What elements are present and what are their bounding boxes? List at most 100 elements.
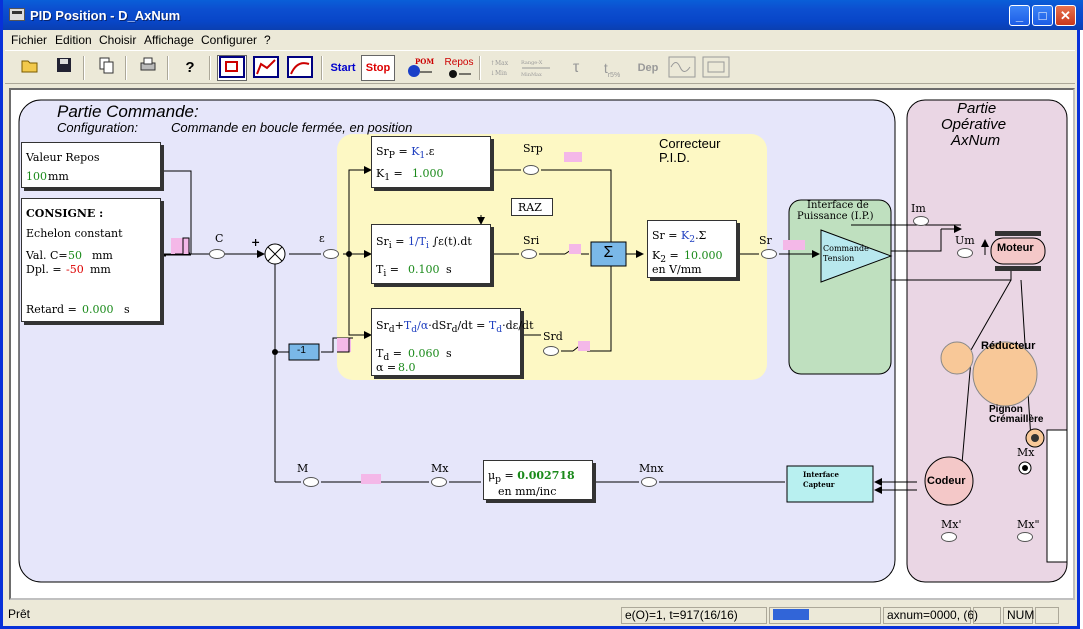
- node-label-im: Im: [911, 202, 926, 215]
- tau-icon: τ: [572, 59, 580, 76]
- node-sr[interactable]: [761, 249, 777, 259]
- ti-label: Ti =: [376, 263, 399, 280]
- close-button[interactable]: ✕: [1055, 5, 1076, 26]
- interface-capteur-line1: Interface: [803, 470, 840, 479]
- retard-unit: s: [124, 303, 130, 316]
- operative-title-line3: AxNum: [951, 132, 1001, 149]
- mu-block[interactable]: μp = 0.002718 en mm/inc: [483, 460, 593, 500]
- cremaillere-label: Crémaillère: [989, 414, 1044, 425]
- consigne-type: Echelon constant: [26, 227, 123, 240]
- node-label-sr: Sr: [759, 234, 772, 247]
- svg-text:POM: POM: [415, 57, 434, 66]
- valeur-repos-label: Valeur Repos: [26, 151, 100, 164]
- copy-button[interactable]: [93, 55, 119, 81]
- plus-sign: +: [251, 236, 261, 249]
- dpl-unit: mm: [90, 263, 111, 276]
- progress-fill: [773, 609, 809, 620]
- copy-icon: [99, 57, 114, 74]
- menu-fichier[interactable]: Fichier: [11, 33, 48, 47]
- alpha-value: 8.0: [398, 361, 416, 374]
- mu-unit: en mm/inc: [498, 485, 557, 498]
- correcteur-subtitle: P.I.D.: [659, 150, 690, 165]
- node-label-m: M: [297, 462, 309, 475]
- floppy-disk-icon: [57, 58, 71, 72]
- node-um[interactable]: [957, 248, 973, 258]
- dpl-label: Dpl. =: [26, 263, 62, 276]
- menu-help[interactable]: ?: [264, 33, 271, 47]
- k2-value: 10.000: [684, 249, 723, 262]
- node-c[interactable]: [209, 249, 225, 259]
- menu-edition[interactable]: Edition: [55, 33, 92, 47]
- raz-button[interactable]: RAZ: [511, 198, 553, 216]
- sum-block: Σ: [603, 244, 614, 261]
- node-srd[interactable]: [543, 346, 559, 356]
- minus-one-block: -1: [297, 345, 306, 356]
- pom-button[interactable]: POM: [403, 55, 435, 81]
- node-eps[interactable]: [323, 249, 339, 259]
- tau-button[interactable]: τ: [561, 55, 591, 81]
- consigne-box[interactable]: CONSIGNE : Echelon constant Val. C= 50 m…: [21, 198, 161, 322]
- derivative-block[interactable]: Srd+Td/α·dSrd/dt = Td·dε/dt Td = 0.060 s…: [371, 308, 533, 376]
- start-button[interactable]: Start: [330, 62, 356, 74]
- node-mnx[interactable]: [641, 477, 657, 487]
- view-diagram-button[interactable]: [217, 55, 247, 81]
- max-min-button[interactable]: ↑Max↓Min: [485, 55, 515, 81]
- node-label-um: Um: [955, 234, 975, 247]
- integral-block[interactable]: Sri = 1/Ti ∫ε(t).dt Ti = 0.100 s: [371, 224, 491, 284]
- status-time: e(O)=1, t=917(16/16): [621, 607, 767, 624]
- title-bar: PID Position - D_AxNum _ □ ✕: [3, 0, 1083, 30]
- srd-formula: Srd+Td/α·dSrd/dt = Td·dε/dt: [376, 319, 534, 336]
- open-button[interactable]: [17, 55, 43, 81]
- print-button[interactable]: [135, 55, 161, 81]
- maximize-button[interactable]: □: [1032, 5, 1053, 26]
- commande-title: Partie Commande:: [57, 102, 199, 121]
- interface-puissance-line2: Puissance (I.P.): [797, 211, 874, 222]
- question-mark-icon: ?: [185, 59, 195, 76]
- node-label-mx-right: Mx: [1017, 446, 1035, 459]
- node-m[interactable]: [303, 477, 319, 487]
- node-im[interactable]: [913, 216, 929, 226]
- stop-button[interactable]: Stop: [361, 55, 395, 81]
- t5-icon: tr5%: [603, 60, 621, 79]
- node-mx-second[interactable]: [1017, 532, 1033, 542]
- status-num: NUM: [1003, 607, 1034, 624]
- status-blank: [973, 607, 1001, 624]
- dep-icon: Dep: [637, 62, 659, 74]
- node-srp[interactable]: [523, 165, 539, 175]
- menu-choisir[interactable]: Choisir: [99, 33, 137, 47]
- proportional-block[interactable]: SrP = K1.ε K1 = 1.000: [371, 136, 491, 188]
- settings-button[interactable]: [701, 55, 731, 81]
- overshoot-button[interactable]: Dep: [633, 55, 663, 81]
- val-c-unit: mm: [92, 249, 113, 262]
- node-mx[interactable]: [431, 477, 447, 487]
- reducteur-label: Réducteur: [981, 340, 1036, 352]
- node-sri[interactable]: [521, 249, 537, 259]
- menu-configurer[interactable]: Configurer: [201, 33, 258, 47]
- gain-block[interactable]: Sr = K2.Σ K2 = 10.000 en V/mm: [647, 220, 737, 278]
- node-label-c: C: [215, 232, 224, 245]
- node-mx-prime[interactable]: [941, 532, 957, 542]
- response-curve-icon: [287, 56, 313, 78]
- block-diagram-icon: [219, 56, 245, 78]
- save-button[interactable]: [51, 55, 77, 81]
- td-label: Td =: [376, 347, 402, 364]
- srp-formula: SrP = K1.ε: [376, 145, 435, 162]
- valeur-repos-box[interactable]: Valeur Repos 100 mm: [21, 142, 161, 188]
- frequency-button[interactable]: [667, 55, 697, 81]
- valeur-repos-unit: mm: [48, 170, 69, 183]
- response-time-button[interactable]: tr5%: [597, 55, 627, 81]
- graph-curve-icon: [253, 56, 279, 78]
- correcteur-title: Correcteur: [659, 136, 721, 151]
- val-c-value: 50: [68, 249, 82, 262]
- mu-formula: μp = 0.002718: [488, 469, 575, 486]
- menu-affichage[interactable]: Affichage: [144, 33, 194, 47]
- td-value: 0.060: [408, 347, 440, 360]
- view-response-button[interactable]: [285, 55, 315, 81]
- help-button[interactable]: ?: [177, 55, 203, 81]
- node-label-srp: Srp: [523, 142, 543, 155]
- minimize-button[interactable]: _: [1009, 5, 1030, 26]
- repos-button[interactable]: Repos: [443, 55, 475, 81]
- codeur-label: Codeur: [927, 475, 966, 487]
- view-curves-button[interactable]: [251, 55, 281, 81]
